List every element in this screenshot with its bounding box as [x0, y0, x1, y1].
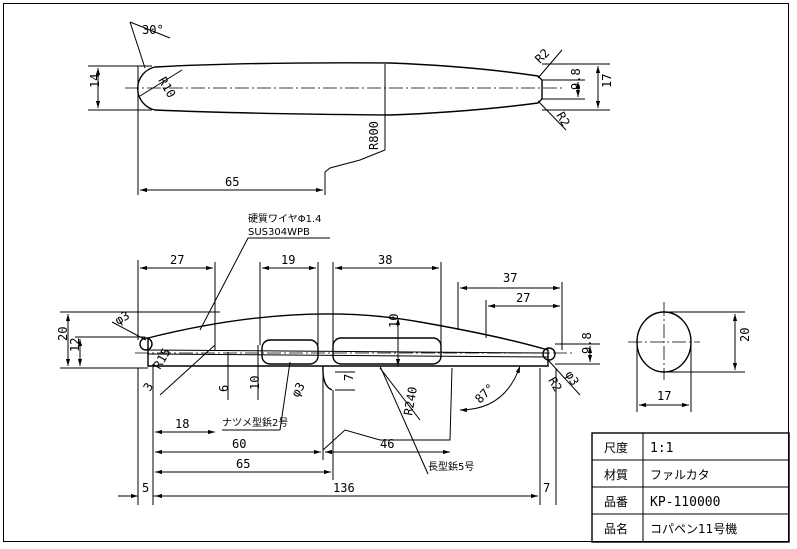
dim-27-label: 27 — [170, 253, 184, 267]
dim-20-label: 20 — [56, 327, 70, 341]
dim-9-8-label: 9.8 — [580, 332, 594, 354]
eyelet-left — [139, 337, 153, 351]
dim-6-label: 6 — [217, 385, 231, 392]
top-width-right-label: 17 — [600, 74, 614, 88]
end-dim-20-label: 20 — [738, 328, 752, 342]
top-width-left-label: 14 — [88, 74, 102, 88]
hook — [322, 365, 333, 391]
top-radius-end-top-label: R2 — [532, 46, 552, 66]
drawing-border — [3, 3, 789, 542]
top-width-end-label: 9.8 — [569, 68, 583, 90]
tb-scale-label: 尺度 — [604, 440, 628, 455]
dim-65-label: 65 — [236, 457, 250, 471]
dim-19-label: 19 — [281, 253, 295, 267]
dim-phi3-left-label: φ3 — [113, 308, 133, 327]
dim-r240-label: R240 — [401, 386, 420, 417]
note-natsume: ナツメ型鋲2号 — [222, 416, 288, 429]
rivet-nagagata — [332, 337, 442, 365]
tb-name-label: 品名 — [604, 521, 628, 536]
dim-60-label: 60 — [232, 437, 246, 451]
dim-18-label: 18 — [175, 417, 189, 431]
top-length-label: 65 — [225, 175, 239, 189]
tb-partno-label: 品番 — [604, 495, 628, 509]
dim-87-label: 87° — [472, 381, 497, 406]
dim-5-label: 5 — [142, 481, 149, 495]
dim-r2-label: R2 — [545, 375, 564, 395]
rivet-natsume — [261, 339, 319, 365]
dim-136-label: 136 — [333, 481, 355, 495]
note-material: SUS304WPB — [248, 227, 310, 238]
dim-37-label: 37 — [503, 271, 517, 285]
tb-material-value: ファルカタ — [650, 468, 710, 482]
top-view: 14 30° R10 R800 17 9.8 R2 R2 65 — [88, 21, 614, 195]
dim-phi3-mid-label: φ3 — [288, 380, 307, 400]
title-block: 尺度 1:1 材質 ファルカタ 品番 KP-110000 品名 コパペン11号機 — [591, 432, 790, 543]
top-radius-tip-label: R10 — [155, 75, 178, 101]
dim-27b-label: 27 — [516, 291, 530, 305]
end-dim-17-label: 17 — [657, 389, 671, 403]
side-view-outline — [147, 313, 549, 367]
note-wire: 硬質ワイヤΦ1.4 — [248, 212, 321, 225]
note-nagagata: 長型鋲5号 — [428, 460, 474, 473]
end-view: 20 17 — [628, 302, 752, 412]
dim-10-top-label: 10 — [387, 314, 401, 328]
top-angle-label: 30° — [142, 23, 164, 37]
top-radius-body-label: R800 — [367, 121, 381, 150]
tb-name-value: コパペン11号機 — [650, 521, 737, 536]
dim-38-label: 38 — [378, 253, 392, 267]
dim-phi3-right-label: φ3 — [562, 369, 581, 389]
eyelet-right — [542, 347, 556, 361]
dim-3-label: 3 — [140, 380, 156, 393]
dim-12-label: 12 — [68, 338, 82, 352]
side-view: 硬質ワイヤΦ1.4 SUS304WPB 27 19 38 37 27 20 12… — [56, 212, 600, 505]
dim-10-bottom-label: 10 — [248, 376, 262, 390]
tb-partno-value: KP-110000 — [650, 495, 720, 510]
dim-7b-label: 7 — [543, 481, 550, 495]
dim-7-label: 7 — [342, 374, 356, 381]
dim-46-label: 46 — [380, 437, 394, 451]
top-view-outline — [136, 62, 543, 116]
tb-scale-value: 1:1 — [650, 441, 673, 456]
tb-material-label: 材質 — [604, 467, 628, 482]
top-radius-end-bottom-label: R2 — [553, 110, 572, 130]
